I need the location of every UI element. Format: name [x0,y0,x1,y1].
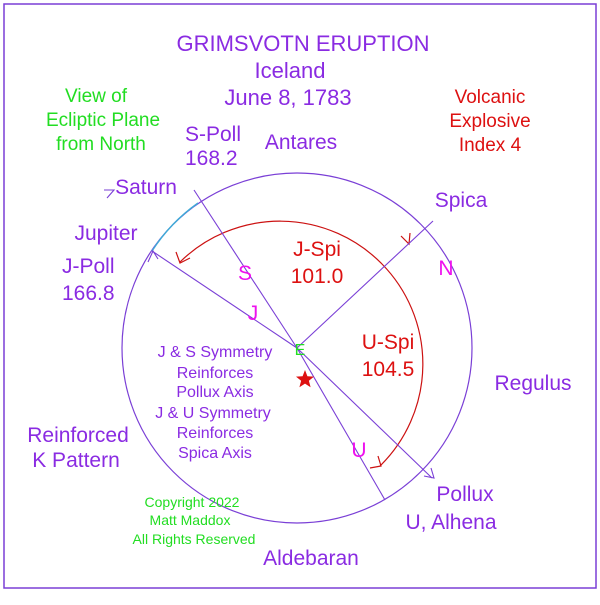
jupiter-arc-segment [151,202,199,252]
label-aldebaran: Aldebaran [263,547,359,570]
j-poll-value: 166.8 [62,282,115,305]
label-pollux: Pollux [436,483,494,506]
symmetry-note-line-5: Reinforces [177,425,253,442]
symmetry-note-line-2: Reinforces [177,365,253,382]
outer-arrowhead-saturn [104,189,116,199]
label-spica: Spica [435,189,488,212]
spica-axis-line [296,220,434,349]
pollux-axis-line [296,347,433,479]
marker-n: N [438,257,453,280]
view-note-line-3: from North [56,134,146,155]
vei-line-3: Index 4 [459,135,522,156]
title-line-2: Iceland [255,58,326,83]
label-antares: Antares [265,131,337,154]
view-note-line-2: Ecliptic Plane [46,110,160,131]
inner-red-arc [179,220,424,467]
label-regulus: Regulus [494,372,571,395]
red-arc-arrowhead-left [175,251,191,264]
label-u-alhena: U, Alhena [405,511,496,534]
j-spi-value: 101.0 [291,265,344,288]
view-note-line-1: View of [65,86,128,107]
s-poll-value: 168.2 [185,147,238,170]
vei-line-1: Volcanic [455,87,526,108]
label-jupiter: Jupiter [74,222,137,245]
red-arc-arrowhead-right [400,232,411,246]
copyright-line-2: Matt Maddox [150,512,231,528]
outer-arrowhead-jupiter [147,249,159,263]
saturn-axis-line [193,189,298,349]
u-spi-value: 104.5 [362,358,415,381]
outer-orbit-circle [121,172,473,524]
marker-e: E [295,342,306,359]
symmetry-note-line-1: J & S Symmetry [158,344,273,361]
jupiter-axis-line [151,250,298,349]
copyright-line-1: Copyright 2022 [145,494,240,510]
j-spi-label: J-Spi [293,238,341,261]
red-arc-arrowhead-bottom [369,455,382,469]
title-line-1: GRIMSVOTN ERUPTION [176,31,429,56]
pattern-note-line-2: K Pattern [32,449,120,472]
diagram-frame [3,3,597,589]
outer-arrowhead-pollux [423,467,435,479]
vei-line-2: Explosive [449,111,530,132]
symmetry-note-line-4: J & U Symmetry [155,405,271,422]
pattern-note-line-1: Reinforced [27,424,129,447]
symmetry-note-line-6: Spica Axis [178,445,252,462]
marker-u: U [351,439,366,462]
title-line-3: June 8, 1783 [224,85,351,110]
u-spi-label: U-Spi [362,331,415,354]
marker-j: J [248,302,259,325]
uranus-axis-line [296,347,386,501]
j-poll-label: J-Poll [62,255,115,278]
symmetry-note-line-3: Pollux Axis [176,384,253,401]
s-poll-label: S-Poll [185,123,241,146]
marker-s: S [238,262,252,285]
label-saturn: Saturn [115,176,177,199]
star-marker [296,370,314,388]
copyright-line-3: All Rights Reserved [133,531,256,547]
